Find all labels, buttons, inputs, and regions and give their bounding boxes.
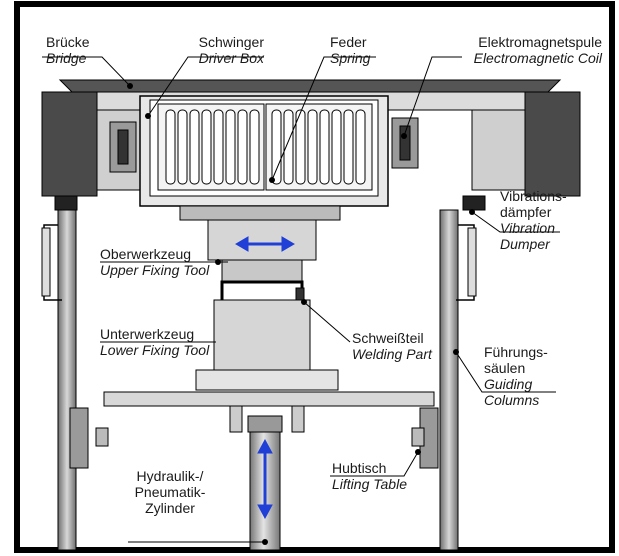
label-welding-part-en: Welding Part: [352, 346, 432, 362]
label-upper-tool-de: Oberwerkzeug: [100, 246, 192, 262]
label-damper-de1: Vibrations-: [500, 188, 567, 204]
label-damper-de2: dämpfer: [500, 204, 552, 220]
upper-fixing-tool: [207, 219, 317, 283]
label-cylinder: Hydraulik-/ Pneumatik- Zylinder: [120, 468, 220, 516]
vibration-damper: [54, 195, 486, 211]
label-damper-en1: Vibration: [500, 220, 556, 236]
electromagnetic-coil-right: [391, 117, 419, 169]
label-welding-part: Schweißteil Welding Part: [352, 330, 432, 362]
label-lifting-en: Lifting Table: [332, 476, 407, 492]
label-upper-tool-en: Upper Fixing Tool: [100, 262, 210, 278]
label-upper-fixing-tool: Oberwerkzeug Upper Fixing Tool: [100, 246, 209, 278]
label-cylinder-de2: Pneumatik-: [134, 484, 206, 500]
label-spring-de: Feder: [330, 34, 367, 50]
label-welding-part-de: Schweißteil: [352, 330, 424, 346]
label-coil-de: Elektromagnetspule: [478, 34, 602, 50]
guiding-columns: [41, 209, 477, 551]
label-cylinder-de3: Zylinder: [145, 500, 195, 516]
label-spring: Feder Spring: [330, 34, 370, 66]
leader-lines: [42, 56, 560, 543]
label-columns-en2: Columns: [484, 392, 540, 408]
label-columns-en1: Guiding: [484, 376, 533, 392]
label-columns-de2: säulen: [484, 360, 526, 376]
label-lifting-table: Hubtisch Lifting Table: [332, 460, 407, 492]
label-driver-box-de: Schwinger: [198, 34, 264, 50]
label-columns-de1: Führungs-: [484, 344, 548, 360]
label-lower-tool-de: Unterwerkzeug: [100, 326, 195, 342]
label-spring-en: Spring: [330, 50, 371, 66]
lower-fixing-tool: [195, 299, 339, 391]
label-driver-box-en: Driver Box: [198, 50, 264, 66]
horizontal-vibration-arrow: [235, 236, 295, 252]
label-cylinder-de1: Hydraulik-/: [136, 468, 204, 484]
vertical-lift-arrow: [257, 438, 273, 520]
label-bridge-en: Bridge: [46, 50, 87, 66]
label-bridge-de: Brücke: [46, 34, 90, 50]
label-electromagnetic-coil: Elektromagnetspule Electromagnetic Coil: [452, 34, 602, 66]
label-bridge: Brücke Bridge: [46, 34, 90, 66]
outer-border: [14, 1, 615, 553]
label-damper-en2: Dumper: [500, 236, 550, 252]
electromagnetic-coil-left: [109, 121, 137, 173]
spring: [157, 103, 373, 191]
lifting-table: [103, 391, 435, 433]
leader-dots: [127, 83, 475, 545]
label-driver-box: Schwinger Driver Box: [186, 34, 264, 66]
label-guiding-columns: Führungs- säulen Guiding Columns: [484, 344, 548, 408]
label-vibration-damper: Vibrations- dämpfer Vibration Dumper: [500, 188, 567, 252]
label-lower-fixing-tool: Unterwerkzeug Lower Fixing Tool: [100, 326, 209, 358]
label-lifting-de: Hubtisch: [332, 460, 387, 476]
label-lower-tool-en: Lower Fixing Tool: [100, 342, 210, 358]
label-coil-en: Electromagnetic Coil: [473, 50, 602, 66]
